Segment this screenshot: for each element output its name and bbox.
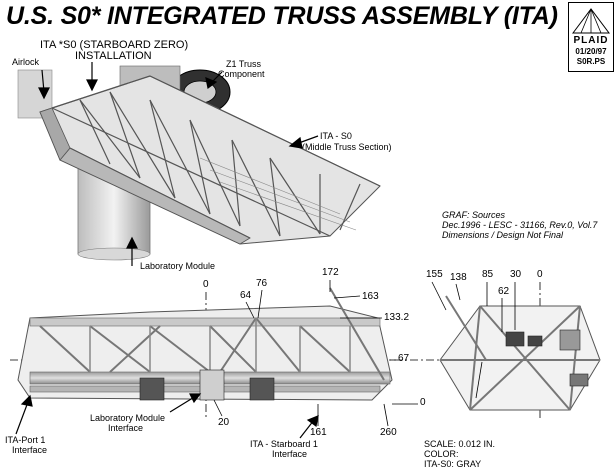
logo-date: 01/20/97 <box>575 47 607 56</box>
starboard1-interface-line2: Interface <box>272 449 308 459</box>
airlock-label: Airlock <box>12 57 40 67</box>
lab-interface-line1: Laboratory Module <box>90 413 166 423</box>
side-dim-133: 133.2 <box>384 312 410 323</box>
iso-view <box>17 62 381 266</box>
side-dim-161: 161 <box>310 427 327 438</box>
side-dim-67: 67 <box>398 353 410 364</box>
end-dim-155: 155 <box>426 269 443 280</box>
side-dim-20: 20 <box>218 417 230 428</box>
end-dim-138: 138 <box>450 272 467 283</box>
end-dim-62: 62 <box>498 286 510 297</box>
side-dim-0-top: 0 <box>203 279 209 290</box>
starboard1-interface-line1: ITA - Starboard 1 <box>250 439 318 449</box>
side-dim-64: 64 <box>240 290 252 301</box>
end-view <box>431 281 601 420</box>
lab-interface-line2: Interface <box>108 423 144 433</box>
color-text: COLOR: <box>424 449 459 459</box>
z1-label-line1: Z1 Truss <box>226 59 262 69</box>
plaid-logo: PLAID 01/20/97 S0R.PS <box>568 2 614 72</box>
page-title: U.S. S0* INTEGRATED TRUSS ASSEMBLY (ITA) <box>6 2 558 30</box>
logo-brand: PLAID <box>573 35 609 46</box>
scale-text: SCALE: 0.012 IN. <box>424 439 496 449</box>
side-dim-76: 76 <box>256 278 268 289</box>
lab-module-label: Laboratory Module <box>140 261 216 271</box>
side-dim-163: 163 <box>362 291 379 302</box>
end-dim-0: 0 <box>537 269 543 280</box>
side-dim-0-right: 0 <box>420 397 426 408</box>
iso-header-line2: INSTALLATION <box>75 50 152 62</box>
plaid-logo-mark <box>572 8 610 34</box>
source-note-line2: Dec.1996 - LESC - 31166, Rev.0, Vol.7 <box>442 220 598 230</box>
iso-header-line1: ITA *S0 (STARBOARD ZERO) <box>40 39 189 51</box>
logo-file: S0R.PS <box>576 57 606 66</box>
z1-label-line2: Component <box>218 69 265 79</box>
source-note-line3: Dimensions / Design Not Final <box>442 230 564 240</box>
end-dim-85: 85 <box>482 269 494 280</box>
end-dim-30: 30 <box>510 269 522 280</box>
port1-interface-line1: ITA-Port 1 <box>5 435 46 445</box>
ita-s0-label-line1: ITA - S0 <box>320 131 352 141</box>
ita-s0-label-line2: (Middle Truss Section) <box>302 142 392 152</box>
port1-interface-line2: Interface <box>12 445 48 455</box>
color-value-text: ITA-S0: GRAY <box>424 459 482 469</box>
side-view <box>10 280 600 439</box>
side-dim-260: 260 <box>380 427 397 438</box>
side-dim-172: 172 <box>322 267 339 278</box>
source-note-line1: GRAF: Sources <box>442 210 506 220</box>
